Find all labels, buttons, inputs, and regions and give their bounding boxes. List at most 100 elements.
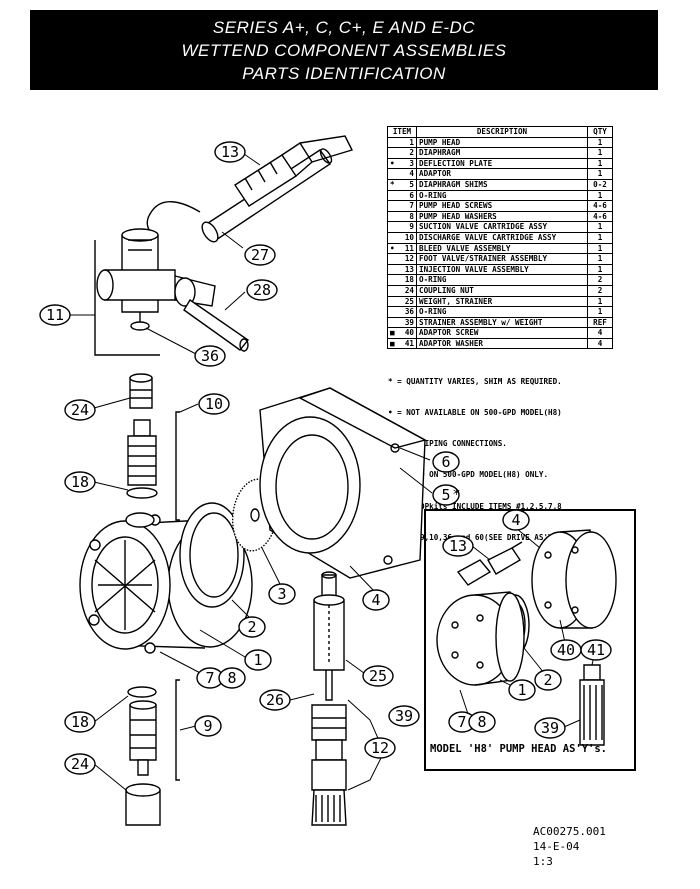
- main-balloon: 3: [268, 583, 296, 605]
- inset-callout-label: 39: [541, 719, 559, 737]
- main-balloon: 11: [39, 304, 71, 326]
- main-callout-label: 8: [227, 669, 236, 687]
- part-quantity: 1: [587, 263, 613, 276]
- inset-callout-label: 40: [557, 641, 575, 659]
- inset-balloon: 1: [508, 679, 536, 701]
- main-balloon: 6: [432, 451, 460, 473]
- inset-drawing: [436, 529, 617, 746]
- inset-callout-label: 13: [449, 537, 467, 555]
- part-mark: •: [390, 243, 395, 253]
- main-balloon: 4: [362, 589, 390, 611]
- main-balloon: 12: [364, 737, 396, 759]
- main-callout-label: 10: [205, 395, 223, 413]
- main-balloon: 24: [64, 399, 96, 421]
- part-quantity: 2: [587, 284, 613, 297]
- inset-box: [424, 509, 636, 771]
- parts-table-header: ITEM DESCRIPTION QTY: [387, 126, 613, 138]
- drawing-date: 14-E-04: [533, 840, 580, 853]
- inset-balloon: 41: [580, 639, 612, 661]
- title-line-2: WETTEND COMPONENT ASSEMBLIES: [181, 41, 507, 60]
- main-callout-label: 24: [71, 401, 89, 419]
- inset-balloon: 13: [442, 535, 474, 557]
- inset-callout-label: 4: [511, 511, 520, 529]
- main-callout-label: 18: [71, 713, 89, 731]
- main-callout-label: 1: [253, 651, 262, 669]
- main-balloon: 18: [64, 471, 96, 493]
- inset-balloon: 4: [502, 509, 530, 531]
- main-balloon: 36: [194, 345, 226, 367]
- main-callout-label: 13: [221, 143, 239, 161]
- discharge-valve-part: [126, 373, 180, 521]
- inset-balloon: 40: [550, 639, 582, 661]
- main-balloon: 18: [64, 711, 96, 733]
- inset-callout-label: 8: [477, 713, 486, 731]
- main-callout-label: 5: [441, 486, 450, 504]
- main-balloon: 39: [388, 705, 420, 727]
- part-mark: •: [390, 158, 395, 168]
- main-balloon: 10: [198, 393, 230, 415]
- main-callout-label: 18: [71, 473, 89, 491]
- inset-caption: MODEL 'H8' PUMP HEAD AS'Y's.: [430, 743, 607, 755]
- injection-valve-part: [146, 135, 353, 243]
- part-quantity: 1: [587, 295, 613, 308]
- drawing-number: AC00275.001: [533, 825, 606, 838]
- inset-balloon: 39: [534, 717, 566, 739]
- main-callout-label: 24: [71, 755, 89, 773]
- main-balloon: 1: [244, 649, 272, 671]
- inset-callout-label: 1: [517, 681, 526, 699]
- main-balloon: 2: [238, 616, 266, 638]
- main-balloon: 13: [214, 141, 246, 163]
- part-mark: ■: [390, 328, 395, 338]
- main-callout-label: 6: [441, 453, 450, 471]
- main-callout-label: 9: [203, 717, 212, 735]
- main-callout-label: 2: [247, 618, 256, 636]
- main-balloon: 27: [244, 244, 276, 266]
- adaptor-part: [259, 387, 427, 579]
- main-balloon: 5: [432, 484, 460, 506]
- inset-balloon: 8: [468, 711, 496, 733]
- title-line-1: SERIES A+, C, C+, E AND E-DC: [212, 18, 476, 37]
- shim-asterisk: *: [453, 487, 460, 503]
- main-balloon: 25: [362, 665, 394, 687]
- part-quantity: 4: [587, 337, 613, 350]
- main-callout-label: 25: [369, 667, 387, 685]
- main-callout-label: 11: [46, 306, 64, 324]
- main-callout-label: 3: [277, 585, 286, 603]
- part-quantity: 1: [587, 253, 613, 265]
- suction-valve-part: [125, 679, 180, 826]
- main-callout-label: 4: [371, 591, 380, 609]
- drawing-reference: AC00275.001 14-E-04 1:3: [533, 824, 606, 869]
- inset-callout-label: 41: [587, 641, 605, 659]
- inset-callout-label: 2: [543, 671, 552, 689]
- main-callout-label: 28: [253, 281, 271, 299]
- part-mark: *: [390, 179, 395, 189]
- main-callout-label: 36: [201, 347, 219, 365]
- note-line: * = QUANTITY VARIES, SHIM AS REQUIRED.: [388, 376, 562, 386]
- bleed-valve-part: [94, 228, 250, 356]
- main-balloon: 28: [246, 279, 278, 301]
- main-callout-label: 26: [266, 691, 284, 709]
- drawing-scale: 1:3: [533, 855, 553, 868]
- part-quantity: 4: [587, 327, 613, 339]
- inset-balloon: 2: [534, 669, 562, 691]
- foot-valve-strainer-part: [311, 571, 347, 826]
- main-callout-label: 7: [205, 669, 214, 687]
- title-banner: SERIES A+, C, C+, E AND E-DC WETTEND COM…: [30, 10, 658, 90]
- part-quantity: REF: [587, 316, 613, 329]
- main-balloon: 26: [259, 689, 291, 711]
- main-callout-label: 27: [251, 246, 269, 264]
- note-line: • = NOT AVAILABLE ON 500-GPD MODEL(H8): [388, 408, 562, 418]
